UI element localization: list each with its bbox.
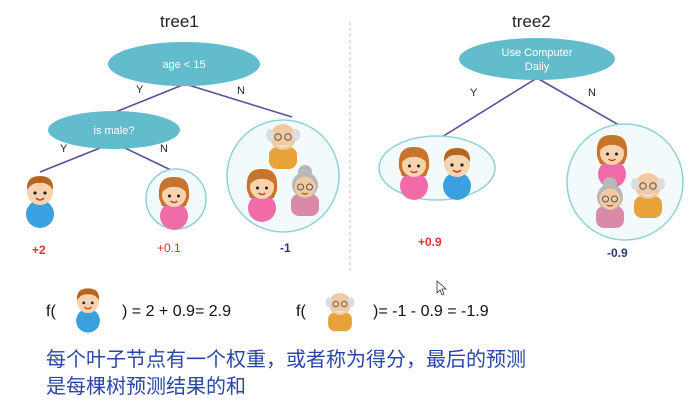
girl-icon bbox=[398, 146, 430, 201]
caption-line-1: 每个叶子节点有一个权重，或者称为得分，最后的预测 bbox=[46, 347, 526, 371]
tree1-edge-root-left bbox=[112, 83, 186, 114]
formula-grandpa-suffix: )= -1 - 0.9 = -1.9 bbox=[373, 303, 489, 320]
tree1-leaf3-score: -1 bbox=[280, 241, 291, 255]
boy-icon bbox=[75, 287, 101, 334]
tree2-edge-label-y: Y bbox=[470, 87, 478, 99]
formula-boy-prefix: f( bbox=[46, 303, 56, 320]
tree2-leaf1-score: +0.9 bbox=[418, 235, 442, 249]
tree1-child-edge-label-n: N bbox=[160, 143, 168, 155]
tree1-title: tree1 bbox=[160, 12, 199, 31]
mouse-cursor-icon bbox=[436, 280, 448, 296]
tree2-title: tree2 bbox=[512, 12, 551, 31]
caption-line-2: 是每棵树预测结果的和 bbox=[46, 374, 246, 398]
tree2-root-node bbox=[459, 38, 615, 80]
tree2-root-label-line1: Use Computer bbox=[502, 47, 573, 59]
formula-boy-suffix: ) = 2 + 0.9= 2.9 bbox=[122, 303, 231, 320]
tree1-root-node bbox=[108, 42, 260, 86]
tree1-edge-label-y: Y bbox=[136, 84, 144, 96]
tree1-child-edge-label-y: Y bbox=[60, 143, 68, 155]
tree1-leaf2-score: +0.1 bbox=[157, 241, 181, 255]
tree2-edge-left bbox=[436, 77, 538, 141]
tree1-edge-child-left bbox=[39, 147, 101, 173]
girl-icon bbox=[246, 168, 278, 223]
tree2-leaf2-score: -0.9 bbox=[607, 246, 628, 260]
tree1-child-label: is male? bbox=[94, 125, 135, 137]
boy-icon bbox=[25, 175, 55, 229]
tree1-edge-root-right bbox=[184, 83, 293, 118]
tree1-leaf1-score: +2 bbox=[32, 243, 46, 257]
caption: 每个叶子节点有一个权重，或者称为得分，最后的预测 是每棵树预测结果的和 bbox=[46, 346, 686, 400]
tree2-root-label-line2: Daily bbox=[525, 61, 550, 73]
tree2-edge-right bbox=[536, 77, 625, 129]
tree1-child-node bbox=[48, 111, 180, 149]
tree1-edge-child-right bbox=[124, 147, 176, 173]
tree1-edge-label-n: N bbox=[237, 85, 245, 97]
formula-grandpa-prefix: f( bbox=[296, 303, 306, 320]
tree1-root-label: age < 15 bbox=[162, 59, 205, 71]
girl-icon bbox=[158, 176, 190, 231]
grandpa-icon bbox=[325, 292, 355, 332]
tree2-edge-label-n: N bbox=[588, 87, 596, 99]
tree2-leaf1-circle bbox=[378, 135, 496, 201]
